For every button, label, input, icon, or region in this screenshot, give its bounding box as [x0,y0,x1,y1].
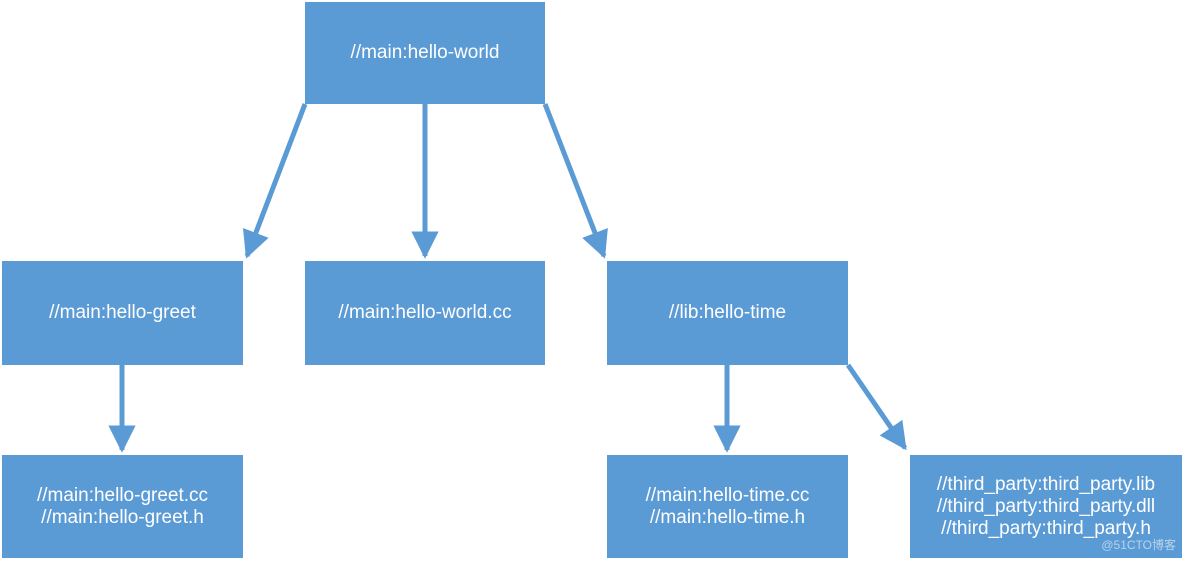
edge-root-to-hello-time [542,103,608,259]
node-label-line: //main:hello-world [350,42,500,63]
node-label-line: //third_party:third_party.lib [936,473,1156,495]
node-label-line: //main:hello-greet.h [41,506,204,528]
edge-hello-time-to-third-party [845,363,908,451]
node-label-line: //main:hello-time.cc [645,484,810,506]
node-hello-greet: //main:hello-greet [2,261,243,365]
node-third-party: //third_party:third_party.lib//third_par… [910,455,1182,558]
node-hello-time: //lib:hello-time [607,261,848,365]
edge-root-to-hello-greet [242,103,308,259]
node-label-line: //lib:hello-time [668,302,787,323]
node-label-line: //main:hello-greet.cc [36,484,209,506]
node-label-line: //third_party:third_party.h [941,517,1151,539]
node-label-line: //main:hello-time.h [649,506,806,528]
node-label-line: //third_party:third_party.dll [936,495,1156,517]
edges-layer [108,103,908,453]
node-label-line: //main:hello-greet [49,302,196,323]
node-hello-world-cc: //main:hello-world.cc [305,261,545,365]
node-time-files: //main:hello-time.cc//main:hello-time.h [607,455,848,558]
node-hello-world: //main:hello-world [305,2,545,104]
node-label-line: //main:hello-world.cc [338,302,512,323]
node-greet-files: //main:hello-greet.cc//main:hello-greet.… [2,455,243,558]
watermark-text: @51CTO博客 [1101,538,1176,552]
